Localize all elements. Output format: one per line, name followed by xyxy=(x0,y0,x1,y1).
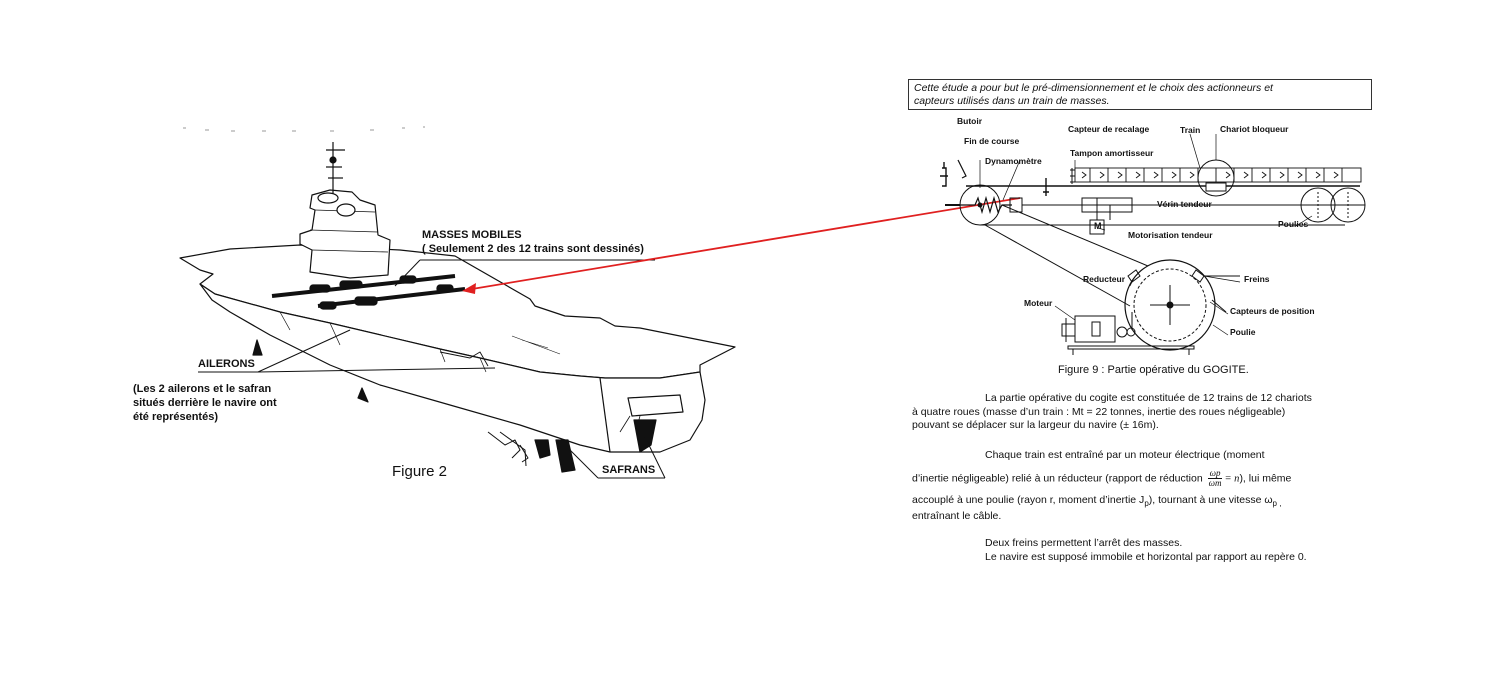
label-freins: Freins xyxy=(1244,274,1270,284)
label-ailerons-note-1: (Les 2 ailerons et le safran xyxy=(133,383,272,395)
stern-opening xyxy=(627,394,684,417)
figure-9-caption: Figure 9 : Partie opérative du GOGITE. xyxy=(1058,364,1249,376)
p2-line-3-sub: p xyxy=(1144,498,1149,508)
label-motorisation-tendeur: Motorisation tendeur xyxy=(1128,230,1213,240)
brake-left xyxy=(1127,269,1141,283)
dynamometer-spring xyxy=(960,195,1012,215)
red-link-arrow xyxy=(462,197,1021,294)
rudder-left xyxy=(555,439,576,473)
label-poulie: Poulie xyxy=(1230,327,1256,337)
label-moteur: Moteur xyxy=(1024,298,1053,308)
p2-line-3a: accouplé à une poulie (rayon r, moment d… xyxy=(912,493,1145,506)
rudder-right xyxy=(633,419,657,453)
aileron-mid xyxy=(357,387,369,403)
p3-line-1: Deux freins permettent l’arrêt des masse… xyxy=(985,537,1183,549)
label-capteur-recalage: Capteur de recalage xyxy=(1068,124,1150,134)
verin-tendeur xyxy=(1081,197,1133,220)
p2-line-4: entraînant le câble. xyxy=(912,510,1002,523)
aileron-left xyxy=(252,339,263,356)
paragraph-2: Chaque train est entraîné par un moteur … xyxy=(912,449,1382,524)
p1-line-3: pouvant se déplacer sur la largeur du na… xyxy=(912,419,1159,431)
aircraft-carrier-drawing xyxy=(179,126,736,479)
label-ailerons-note-2: situés derrière le navire ont xyxy=(133,397,277,409)
p1-line-1: La partie opérative du cogite est consti… xyxy=(985,392,1312,404)
figure-2-caption: Figure 2 xyxy=(392,463,448,480)
label-capteurs-position: Capteurs de position xyxy=(1230,306,1315,316)
train-carts xyxy=(1074,167,1362,183)
p2-line-1: Chaque train est entraîné par un moteur … xyxy=(985,449,1265,461)
label-butoir: Butoir xyxy=(957,116,983,126)
scan-artifacts xyxy=(183,126,425,132)
label-chariot-bloqueur: Chariot bloqueur xyxy=(1220,124,1289,134)
label-masses-mobiles: MASSES MOBILES xyxy=(422,229,522,241)
mechanism-diagram xyxy=(940,133,1366,355)
paragraph-3: Deux freins permettent l’arrêt des masse… xyxy=(912,537,1382,564)
paragraph-1: La partie opérative du cogite est consti… xyxy=(912,392,1382,433)
island-superstructure xyxy=(299,189,391,279)
p2-line-3-sub2: p , xyxy=(1272,498,1282,508)
label-dynamometre: Dynamomètre xyxy=(985,156,1042,166)
label-verin-tendeur: Vérin tendeur xyxy=(1157,199,1212,209)
brake-right xyxy=(1191,269,1205,283)
label-masses-note: ( Seulement 2 des 12 trains sont dessiné… xyxy=(422,243,644,255)
label-poulies: Poulies xyxy=(1278,219,1309,229)
p2-line-2b: ), lui même xyxy=(1239,471,1292,484)
intro-box: Cette étude a pour but le pré-dimensionn… xyxy=(908,79,1372,110)
label-m-box: M xyxy=(1094,221,1102,231)
ship-leader-lines xyxy=(198,259,666,479)
p2-line-2a: d’inertie négligeable) relié à un réduct… xyxy=(912,471,1203,484)
label-reducteur: Reducteur xyxy=(1083,274,1126,284)
label-ailerons: AILERONS xyxy=(198,358,255,370)
p2-line-3b: ), tournant à une vitesse ω xyxy=(1148,493,1273,506)
intro-line-2: capteurs utilisés dans un train de masse… xyxy=(914,95,1110,107)
label-tampon: Tampon amortisseur xyxy=(1070,148,1154,158)
capteur-recalage-symbol xyxy=(1043,178,1049,196)
mech-leader-lines xyxy=(979,133,1313,336)
intro-line-1: Cette étude a pour but le pré-dimensionn… xyxy=(914,82,1273,94)
moving-masses-tracks xyxy=(271,274,466,310)
label-safrans: SAFRANS xyxy=(602,464,656,476)
butoir-symbol xyxy=(940,162,948,187)
reduction-ratio-eq: = n xyxy=(1224,472,1240,484)
tampon-amortisseur xyxy=(1070,168,1075,184)
p1-line-2: à quatre roues (masse d’un train : Mt = … xyxy=(912,405,1286,418)
fin-de-course-symbol xyxy=(957,159,967,179)
label-ailerons-note-3: été représentés) xyxy=(133,411,218,423)
label-fin-de-course: Fin de course xyxy=(964,136,1020,146)
label-train: Train xyxy=(1180,125,1201,135)
p3-line-2: Le navire est supposé immobile et horizo… xyxy=(985,550,1307,563)
reduction-ratio-fraction: ωp ωm xyxy=(1207,467,1223,488)
